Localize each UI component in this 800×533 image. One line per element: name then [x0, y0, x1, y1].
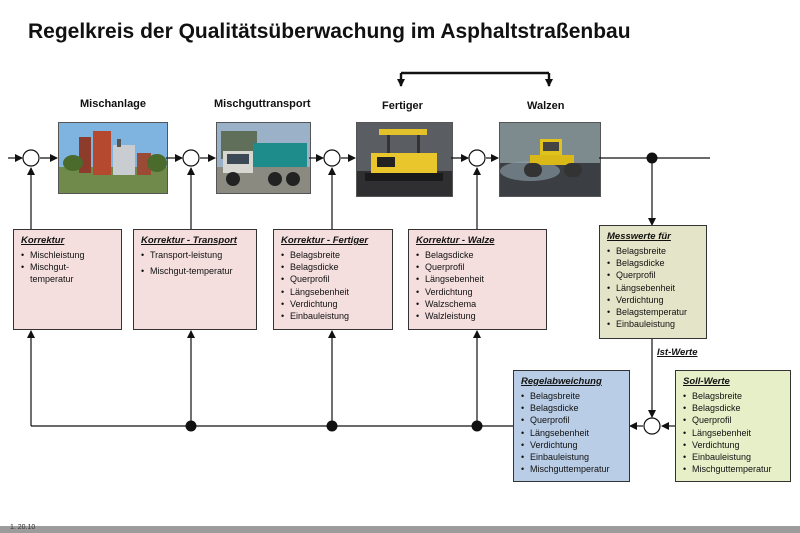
list-item: Verdichtung: [607, 294, 700, 306]
list-item: Transport-leistung: [141, 249, 250, 261]
list-item: Mischgut-temperatur: [21, 261, 90, 285]
list-item: Mischguttemperatur: [521, 463, 623, 475]
list-item: Belagstemperatur: [607, 306, 700, 318]
list-item: Verdichtung: [416, 286, 540, 298]
list-item: Längsebenheit: [281, 286, 386, 298]
list-item: Belagsdicke: [683, 402, 784, 414]
list-item: Längsebenheit: [683, 427, 784, 439]
footer-bar: 1. 20.10: [0, 524, 800, 533]
korrektur-heading: Korrektur: [21, 235, 65, 246]
sollwerte-heading: Soll-Werte: [683, 376, 730, 387]
list-item: Mischleistung: [21, 249, 115, 261]
list-item: Mischguttemperatur: [683, 463, 784, 475]
list-item: Querprofil: [521, 414, 623, 426]
sollwerte-box: Soll-Werte Belagsbreite Belagsdicke Quer…: [675, 370, 791, 482]
list-item: Belagsdicke: [607, 257, 700, 269]
korrektur-walze-heading: Korrektur - Walze: [416, 235, 495, 246]
korrektur-transport-box: Korrektur - Transport Transport-leistung…: [133, 229, 257, 330]
list-item: Einbauleistung: [281, 310, 386, 322]
list-item: Einbauleistung: [607, 318, 700, 330]
list-item: Belagsbreite: [683, 390, 784, 402]
paver-photo: [356, 122, 453, 197]
messwerte-box: Messwerte für Belagsbreite Belagsdicke Q…: [599, 225, 707, 339]
list-item: Verdichtung: [521, 439, 623, 451]
stage-label-fertiger: Fertiger: [382, 100, 423, 112]
stage-label-walzen: Walzen: [527, 100, 565, 112]
stage-label-mischguttransport: Mischguttransport: [214, 98, 311, 110]
list-item: Einbauleistung: [521, 451, 623, 463]
list-item: Walzleistung: [416, 310, 540, 322]
list-item: Belagsbreite: [281, 249, 386, 261]
messwerte-heading: Messwerte für: [607, 231, 671, 242]
korrektur-fertiger-heading: Korrektur - Fertiger: [281, 235, 369, 246]
list-item: Längsebenheit: [416, 273, 540, 285]
ist-werte-label: Ist-Werte: [657, 347, 698, 358]
list-item: Belagsdicke: [521, 402, 623, 414]
list-item: Mischgut-temperatur: [141, 265, 250, 277]
korrektur-walze-box: Korrektur - Walze Belagsdicke Querprofil…: [408, 229, 547, 330]
regelabweichung-box: Regelabweichung Belagsbreite Belagsdicke…: [513, 370, 630, 482]
list-item: Belagsbreite: [607, 245, 700, 257]
stage-label-mischanlage: Mischanlage: [80, 98, 147, 110]
transport-truck-photo: [216, 122, 311, 194]
page-title: Regelkreis der Qualitätsüberwachung im A…: [28, 20, 631, 43]
list-item: Querprofil: [607, 269, 700, 281]
list-item: Querprofil: [281, 273, 386, 285]
list-item: Querprofil: [416, 261, 540, 273]
list-item: Längsebenheit: [521, 427, 623, 439]
list-item: Belagsbreite: [521, 390, 623, 402]
list-item: Verdichtung: [281, 298, 386, 310]
list-item: Belagsdicke: [416, 249, 540, 261]
korrektur-fertiger-box: Korrektur - Fertiger Belagsbreite Belags…: [273, 229, 393, 330]
list-item: Einbauleistung: [683, 451, 784, 463]
footer-text: 1. 20.10: [10, 524, 36, 531]
list-item: Belagsdicke: [281, 261, 386, 273]
korrektur-box: Korrektur Mischleistung Mischgut-tempera…: [13, 229, 122, 330]
list-item: Verdichtung: [683, 439, 784, 451]
korrektur-transport-heading: Korrektur - Transport: [141, 235, 237, 246]
list-item: Längsebenheit: [607, 282, 700, 294]
list-item: Querprofil: [683, 414, 784, 426]
regelabweichung-heading: Regelabweichung: [521, 376, 602, 387]
roller-photo: [499, 122, 601, 197]
mixing-plant-photo: [58, 122, 168, 194]
list-item: Walzschema: [416, 298, 540, 310]
